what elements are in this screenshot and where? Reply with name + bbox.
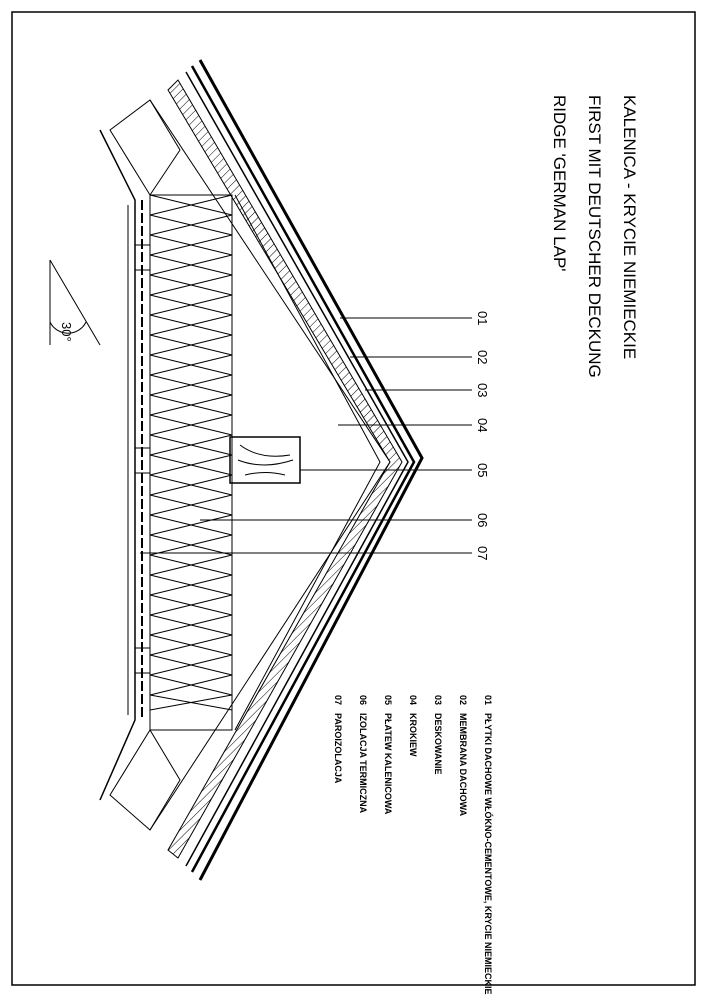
label-text: KROKIEW	[408, 713, 418, 757]
label-text: 05	[475, 463, 490, 477]
label-text: 05	[383, 695, 393, 705]
drawing-frame	[11, 11, 696, 986]
label-text: DESKOWANIE	[433, 713, 443, 775]
ridge-purlin	[229, 436, 301, 484]
svg-text:01PŁYTKI DACHOWE WŁÓKNO-CEMENT: 01PŁYTKI DACHOWE WŁÓKNO-CEMENTOWE, KRYCI…	[483, 695, 494, 995]
label-text: 02	[458, 695, 468, 705]
label-text: RIDGE 'GERMAN LAP'	[550, 95, 569, 272]
svg-text:03DESKOWANIE: 03DESKOWANIE	[433, 695, 443, 775]
label-text: PAROIZOLACJA	[333, 713, 343, 784]
svg-text:06IZOLACJA TERMICZNA: 06IZOLACJA TERMICZNA	[358, 695, 368, 814]
ceiling-and-vapour-barrier	[99, 129, 151, 801]
label-text: PŁATEW KALENICOWA	[383, 713, 393, 815]
label-text: 01	[475, 311, 490, 325]
label-text: 01	[483, 695, 493, 705]
label-text: PŁYTKI DACHOWE WŁÓKNO-CEMENTOWE, KRYCIE …	[483, 713, 494, 995]
label-text: MEMBRANA DACHOWA	[458, 713, 468, 817]
callout-numbers: 01 02 03 04 05 06 07	[475, 311, 490, 560]
svg-text:02MEMBRANA DACHOWA: 02MEMBRANA DACHOWA	[458, 695, 468, 817]
svg-text:05PŁATEW KALENICOWA: 05PŁATEW KALENICOWA	[383, 695, 393, 815]
label-text: 02	[475, 350, 490, 364]
rafters	[149, 99, 391, 831]
label-text: KALENICA - KRYCIE NIEMIECKIE	[620, 95, 639, 359]
drawing-title: KALENICA - KRYCIE NIEMIECKIE FIRST MIT D…	[550, 95, 639, 378]
label-text: 06	[475, 513, 490, 527]
label-text: 07	[333, 695, 343, 705]
label-text: 03	[433, 695, 443, 705]
svg-text:04KROKIEW: 04KROKIEW	[408, 695, 418, 757]
label-text: 07	[475, 546, 490, 560]
label-text: FIRST MIT DEUTSCHER DECKUNG	[585, 95, 604, 378]
svg-text:07PAROIZOLACJA: 07PAROIZOLACJA	[333, 695, 343, 784]
legend: 01PŁYTKI DACHOWE WŁÓKNO-CEMENTOWE, KRYCI…	[333, 695, 494, 995]
leader-lines	[140, 317, 472, 554]
angle-indicator: 30°	[49, 259, 101, 346]
label-text: IZOLACJA TERMICZNA	[358, 713, 368, 814]
decking-boards	[167, 79, 403, 859]
label-text: 04	[475, 418, 490, 432]
roof-tiles	[185, 59, 424, 881]
label-text: 04	[408, 695, 418, 705]
label-text: 06	[358, 695, 368, 705]
label-text: 03	[475, 383, 490, 397]
label-text: 30°	[59, 322, 74, 342]
